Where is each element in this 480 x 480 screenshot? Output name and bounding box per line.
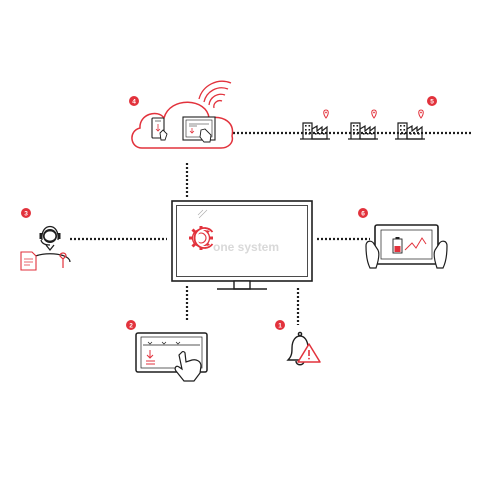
- brand-watermark: one system: [213, 240, 279, 254]
- monitor-icon: one system: [171, 200, 313, 290]
- monitor-screen: [176, 205, 308, 277]
- badge-1: 1: [275, 320, 285, 330]
- badge-3: 3: [21, 208, 31, 218]
- battery-icon: [392, 237, 403, 254]
- svg-text:3: 3: [24, 210, 28, 217]
- tablet-node: [135, 332, 208, 382]
- svg-text:4: 4: [132, 98, 136, 105]
- svg-text:6: 6: [361, 210, 365, 217]
- hand-held-tablet-icon: [365, 224, 448, 269]
- svg-text:1: 1: [278, 322, 282, 329]
- gear-icon: [189, 226, 214, 250]
- sites-node: [299, 109, 426, 140]
- line-graph-icon: [404, 237, 427, 251]
- phone-icon: [151, 117, 168, 141]
- badge-2: 2: [126, 320, 136, 330]
- location-pin-icon: [418, 109, 424, 119]
- wrench-icon: [59, 252, 67, 268]
- factory-icon: [299, 122, 331, 140]
- location-pin-icon: [371, 109, 377, 119]
- monitor-neck: [233, 280, 251, 290]
- cloud-node: [131, 80, 234, 149]
- document-icon: [20, 251, 37, 271]
- hand-pointer-icon: [174, 350, 202, 382]
- factory-icon: [394, 122, 426, 140]
- wifi-icon: [198, 80, 232, 109]
- alarm-node: [286, 331, 321, 366]
- headset-operator-icon: [29, 225, 71, 263]
- cloud-icon: [131, 101, 234, 149]
- svg-text:5: 5: [430, 98, 434, 105]
- badge-5: 5: [427, 96, 437, 106]
- badge-6: 6: [358, 208, 368, 218]
- mobile-node: [365, 224, 448, 269]
- svg-text:2: 2: [129, 322, 133, 329]
- operator-node: [20, 225, 71, 271]
- connectors: [70, 131, 472, 325]
- warning-icon: [297, 343, 321, 363]
- factory-icon: [347, 122, 379, 140]
- location-pin-icon: [323, 109, 329, 119]
- touch-panel-icon: [182, 116, 216, 143]
- badge-4: 4: [129, 96, 139, 106]
